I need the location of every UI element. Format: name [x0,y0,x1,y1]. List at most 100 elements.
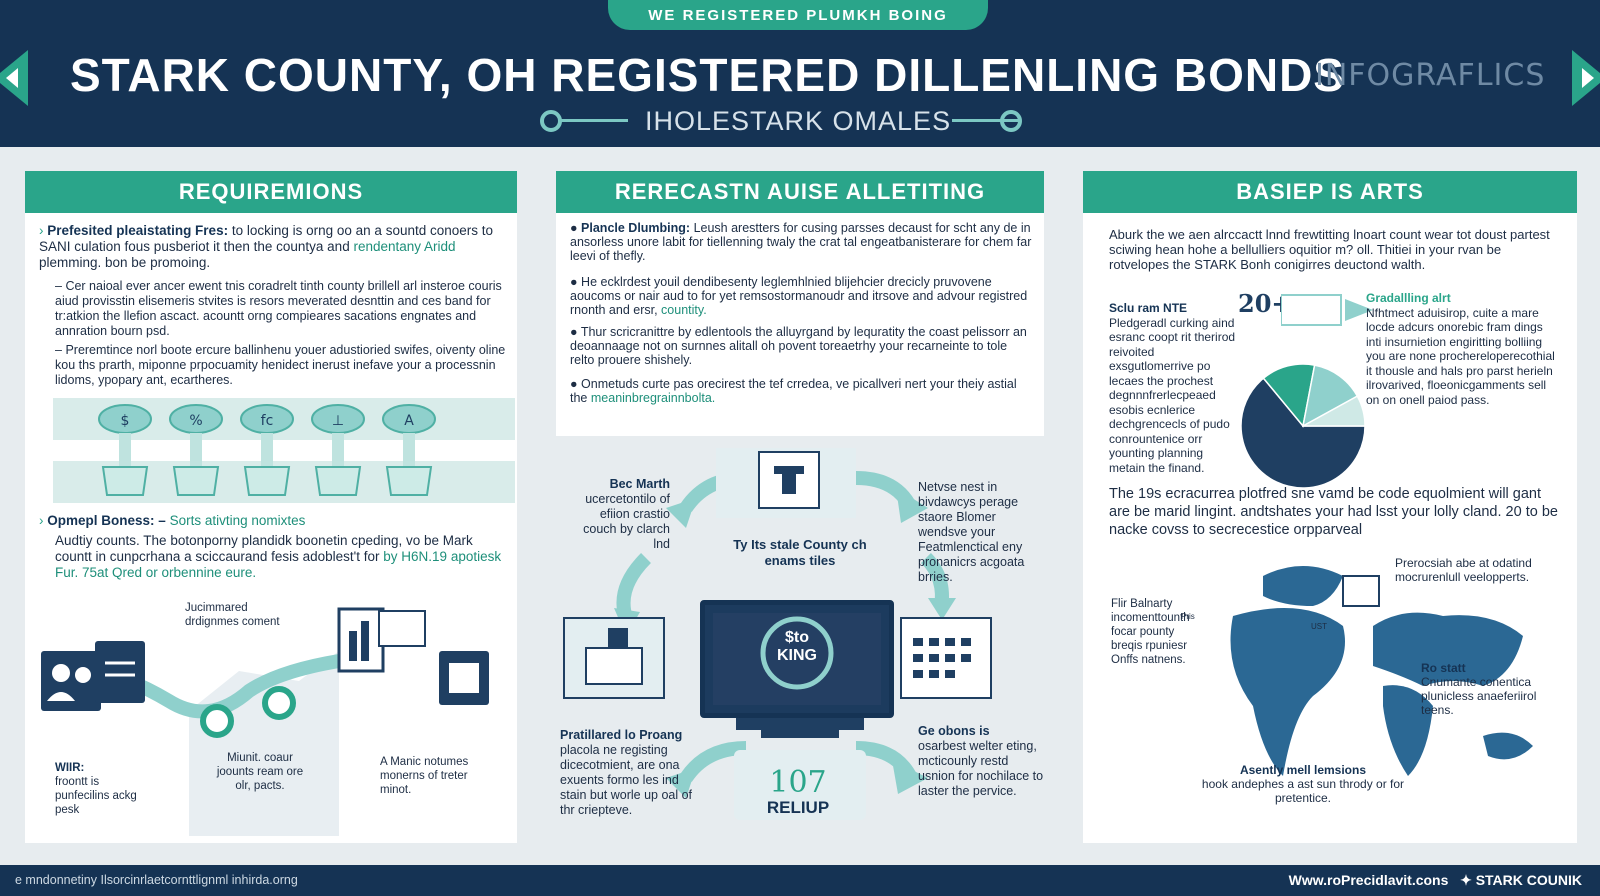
cycle-label-left: Bec Marth ucercetontilo of efiion crasti… [580,477,670,552]
forecast-bullet: ● Onmetuds curte pas orecirest the tef c… [570,377,1032,405]
forecast-intro: ● Plancle Dlumbing: Leush arestters for … [570,221,1032,263]
badge-number: 107 [769,765,827,800]
chevron-right-icon: › [39,223,44,238]
cycle-center-label: Ty Its stale County ch enams tiles [733,537,867,568]
pie-slice [1240,377,1366,489]
star-icon: ✦ [1460,872,1472,888]
sub-link[interactable]: by H6N.19 apotiesk Fur. 75at Qred or orb… [55,549,502,580]
forecast-link[interactable]: countity. [661,303,707,317]
seal-icon [760,616,834,690]
forecast-lead: Plancle Dlumbing: [581,221,691,235]
svg-text:A: A [404,413,414,429]
map-tag: Pris [1181,612,1195,621]
cycle-bottom-left-title: Pratillared lo Proang [560,728,683,742]
cycle-left-text: ucercetontilo of efiion crastio couch by… [583,492,670,551]
svg-text:$: $ [121,413,130,429]
sub-heading: › Opmepl Boness: – Sorts ativting nomixt… [39,513,507,529]
chart-right-text: Nfhtmect aduisirop, cuite a mare locde a… [1366,305,1555,407]
forecast-bullet-text: Onmetuds curte pas orecirest the tef crr… [570,377,1017,405]
svg-text:%: % [189,413,202,429]
forecast-bullet: ● Thur scricranittre by edlentools the a… [570,325,1032,367]
footer-brand-name: STARK COUNIK [1475,872,1582,888]
dash-icon: – [55,279,62,293]
pie-slice [1262,363,1316,428]
cycle-bottom-right-title: Ge obons is [918,724,990,738]
flask-icon: fc [239,403,295,503]
map-label-right-title: Ro statt [1421,661,1466,675]
top-ribbon: WE REGISTERED PLUMKH BOING [608,0,988,30]
flask-icon: ⊥ [310,403,366,503]
monitor-screen: $to KING [700,600,894,718]
pie-slice [1302,395,1366,427]
map-tag: UST [1311,622,1327,631]
sub-text: Audtiy counts. The botonporny plandidk b… [55,533,473,564]
chevron-left-icon[interactable] [0,50,28,106]
chart-right-note: Gradallling alrt Nfhtmect aduisirop, cui… [1366,291,1561,407]
sub-lead: Opmepl Boness: – [47,513,166,528]
cycle-label-bottom-left: Pratillared lo Proang placola ne registi… [560,728,700,818]
svg-text:⊥: ⊥ [332,413,344,429]
chevron-right-icon[interactable] [1572,50,1600,106]
label-wir-text: froontt is punfecilins ackg pesk [55,776,137,816]
basics-panel: BASIEP IS ARTS Aburk the we aen alrccact… [1083,171,1577,843]
screen-text-bottom: KING [777,647,817,664]
intro-paragraph: › Prefesited pleaistating Fres: to locki… [39,223,507,271]
arrow-right-icon [1281,294,1373,326]
label-top: Jucimmared drdignmes coment [185,602,280,628]
cycle-bottom-right-text: osarbest welter eting, mcticounly restd … [918,739,1044,798]
map-label-right-text: Cnumante conentica plunicless anaeferiir… [1421,675,1537,717]
cycle-bottom-left-text: placola ne registing dicecotmient, are o… [560,743,693,817]
footer-site-link[interactable]: Www.roPrecidlavit.cons [1288,872,1449,888]
dash-icon: – [55,343,62,357]
basics-mid-text: The 19s ecracurrea plotfred sne vamd be … [1109,486,1558,538]
bullet-item: – Preremtince norl boote ercure ballinhe… [55,343,507,388]
cycle-label-right: Netvse nest in bivdawcys perage staore B… [918,480,1025,584]
requirements-panel: REQUIREMIONS › Prefesited pleaistating F… [25,171,517,843]
map-label-bottom: Asently mell lemsions hook andephes a as… [1183,763,1423,805]
forecast-text: Leush arestters for cusing parsses decau… [570,221,1032,263]
bullet-item: – Cer naioal ever ancer ewent tnis corad… [55,279,507,339]
screen-display [713,613,881,705]
bullet-text: Cer naioal ever ancer ewent tnis coradre… [55,279,502,338]
flask-icon: A [381,403,437,503]
cycle-label-bottom-right: Ge obons is osarbest welter eting, mctic… [918,724,1048,799]
subtitle-row: IHOLESTARK OMALES [540,102,1040,138]
cycle-left-title: Bec Marth [609,477,670,491]
svg-text:fc: fc [261,413,274,429]
map-bottom-title: Asently mell lemsions [1239,763,1367,777]
page-subtitle: IHOLESTARK OMALES [645,106,952,136]
intro-link[interactable]: rendentany Aridd [353,239,456,254]
flask-icon: $ [97,403,153,503]
label-wir: WIIR: froontt is punfecilins ackg pesk [55,761,155,817]
intro-end: plemming. bon be promoing. [39,255,211,270]
footer-text: e mndonnetiny Ilsorcinrlaetcornttlignml … [15,873,298,887]
basics-intro: Aburk the we aen alrccactt lnnd frewtitt… [1109,227,1550,272]
panel-heading: BASIEP IS ARTS [1083,171,1577,213]
label-wir-title: WIIR: [55,762,85,774]
label-right: A Manic notumes monerns of treter minot. [380,756,469,796]
intro-text: to locking is orng oo an a sountd conoer… [39,223,494,254]
world-map [1230,566,1533,776]
panel-heading: REQUIREMIONS [25,171,517,213]
forecast-link[interactable]: meaninbregrainnbolta. [590,391,716,405]
bullet-text: Preremtince norl boote ercure ballinhenu… [55,343,506,387]
ring-ornament-left [540,110,562,132]
forecast-bullet-text: He ecklrdest youil dendibesenty leglemhl… [570,275,1028,317]
chart-right-title: Gradallling alrt [1366,291,1451,305]
label-mid: Miunit. coaur joounts ream ore olr, pact… [216,752,304,792]
process-illustration [41,607,489,836]
chart-left-title: Sclu ram NTE [1109,301,1188,315]
bullet-icon: ● [570,275,578,289]
map-bottom-text: hook andephes a ast sun thrody or for pr… [1201,777,1405,805]
forecast-bullet: ● He ecklrdest youil dendibesenty leglem… [570,275,1032,317]
map-label-right: Ro statt Cnumante conentica plunicless a… [1421,661,1541,717]
forecast-bullet-text: Thur scricranittre by edlentools the all… [570,325,1027,367]
screen-text: $to KING [757,629,837,665]
page-title: STARK COUNTY, OH REGISTERED DILLENLING B… [70,49,1345,101]
footer: e mndonnetiny Ilsorcinrlaetcornttlignml … [0,865,1600,896]
footer-brand[interactable]: Www.roPrecidlavit.cons ✦ STARK COUNIK [1289,872,1582,889]
header-banner: WE REGISTERED PLUMKH BOING STARK COUNTY,… [0,0,1600,147]
header-tag: INFOGRAFLICS [1315,58,1546,93]
panel-heading: RERECASTN AUISE ALLETITING [556,171,1044,213]
chart-left-note: Sclu ram NTE Pledgeradl curking aind esr… [1109,301,1239,475]
